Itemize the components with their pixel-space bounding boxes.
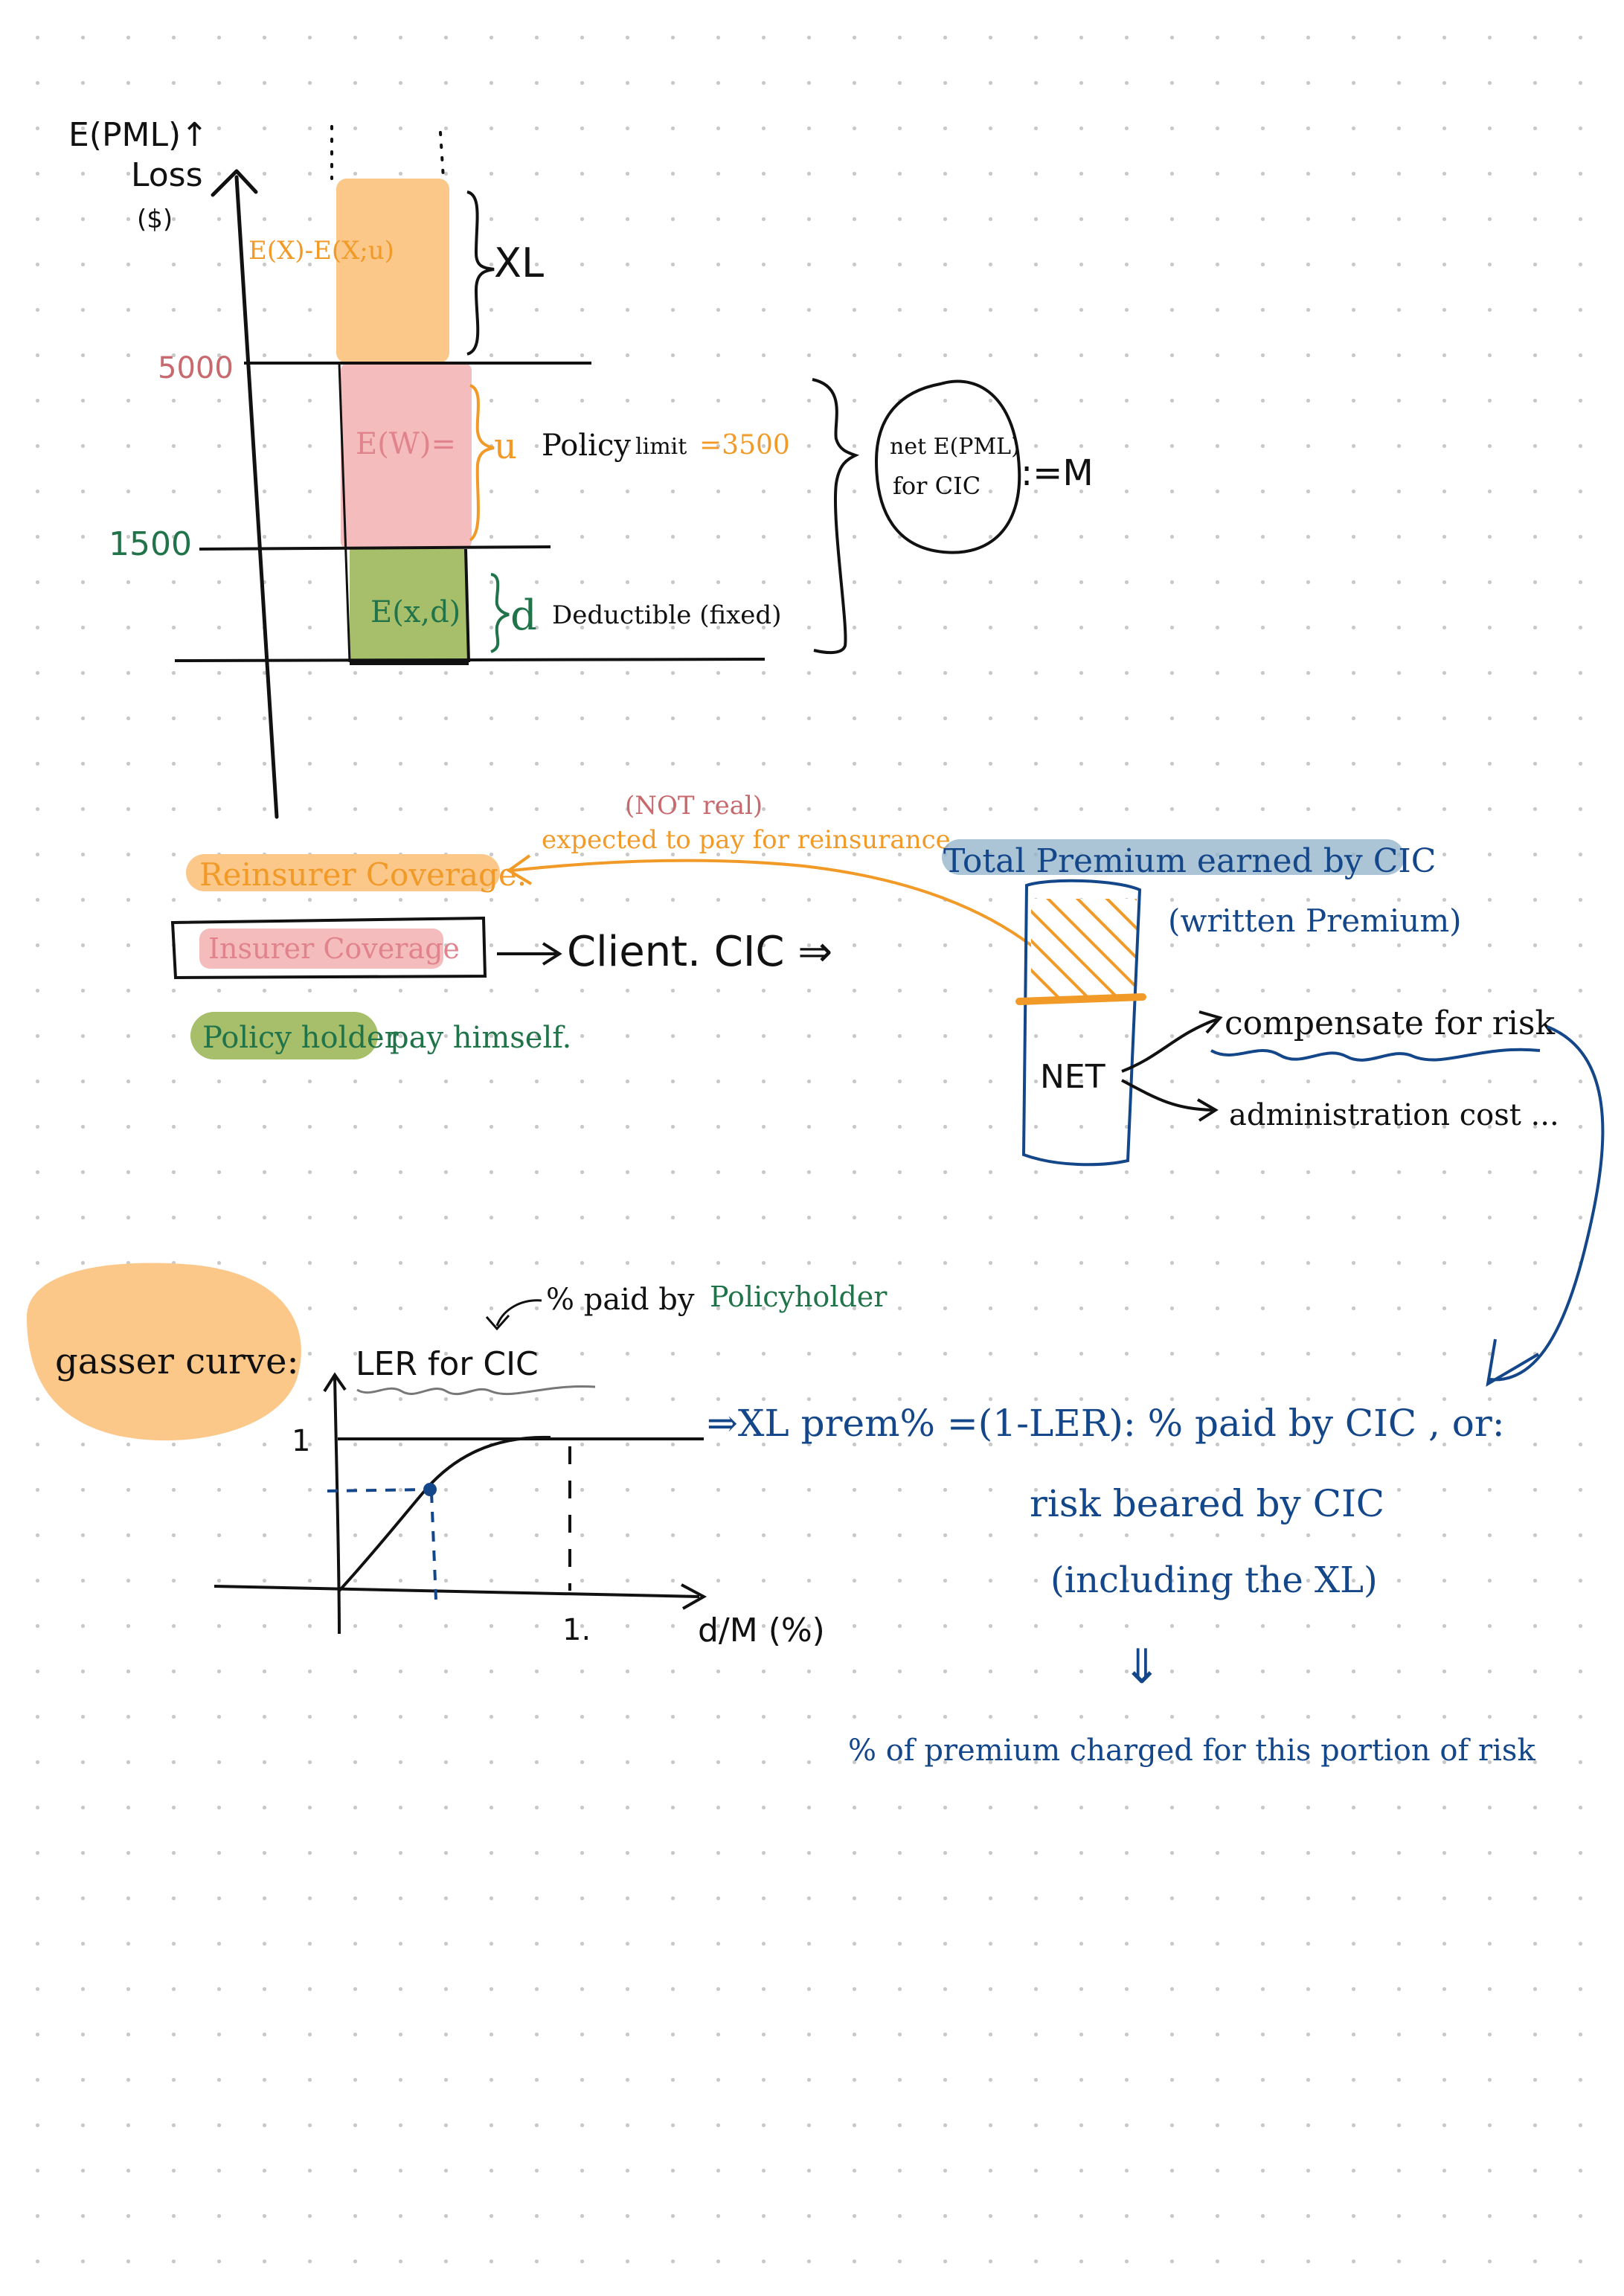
premium-divider [1015, 993, 1146, 1005]
xl-brace [466, 190, 495, 356]
pay-himself-label: pay himself. [390, 1021, 571, 1055]
compensate-underline [1210, 1048, 1541, 1062]
total-premium-highlight [942, 839, 1405, 875]
policy-holder-highlight [190, 1012, 378, 1059]
deductible-label: Deductible (fixed) [552, 600, 781, 630]
gasser-y-axis [333, 1376, 341, 1635]
xl-prem-formula: ⇒XL prem% =(1-LER): % paid by CIC , or: [707, 1402, 1505, 1445]
xl-premium-notes: ⇒XL prem% =(1-LER): % paid by CIC , or: … [707, 1402, 1535, 1768]
insurer-coverage-label: Insurer Coverage [208, 932, 460, 965]
net-label: NET [1040, 1058, 1105, 1096]
gasser-title: gasser curve: [55, 1341, 299, 1382]
xl-label: XL [494, 240, 544, 286]
gasser-point-h-guide [327, 1488, 429, 1492]
gasser-curve [338, 1435, 551, 1592]
premium-bar [1021, 879, 1142, 1167]
gasser-point-v-guide [430, 1492, 437, 1600]
ler-underline [356, 1385, 596, 1396]
insurer-box [170, 916, 487, 980]
loss-layer-diagram: E(PML)↑ Loss ($) 5000 1500 E(X)-E(X;u) E… [68, 116, 1094, 819]
pct-paid-pointer-head [485, 1315, 510, 1331]
policy-limit-label: Policy [542, 429, 631, 463]
expected-to-pay-note: expected to pay for reinsurance [542, 825, 951, 855]
u-band-label: E(W)= [356, 427, 456, 461]
y-axis-label-line3: ($) [137, 205, 173, 234]
pct-paid-pointer [495, 1299, 542, 1327]
client-arrow-head [542, 942, 562, 966]
gasser-x-axis [214, 1585, 700, 1598]
pct-paid-label: % paid by [546, 1283, 695, 1317]
policy-holder-label: Policy holder [202, 1021, 399, 1055]
gasser-x-axis-label: d/M (%) [698, 1612, 825, 1649]
net-arrow-admin [1121, 1079, 1213, 1112]
gasser-x-arrowhead [681, 1583, 707, 1610]
not-real-note: (NOT real) [625, 791, 763, 821]
y-axis-arrowhead [211, 169, 258, 197]
including-xl-label: (including the XL) [1050, 1559, 1378, 1601]
net-arrow-compensate-head [1198, 1010, 1223, 1034]
gasser-point [423, 1483, 437, 1496]
total-premium-label: Total Premium earned by CIC [943, 842, 1436, 880]
d-brace [490, 573, 510, 653]
policy-limit-value: =3500 [699, 430, 790, 461]
client-cic-label: Client. CIC ⇒ [567, 928, 832, 976]
net-circle-line1: net E(PML) [890, 434, 1020, 460]
gasser-curve-section: gasser curve: % paid by Policyholder LER… [27, 1263, 888, 1649]
d-band [350, 549, 467, 662]
pct-premium-label: % of premium charged for this portion of… [848, 1734, 1535, 1768]
d-band-label: E(x,d) [370, 595, 460, 629]
u-label: u [494, 426, 517, 467]
y-axis-label-line2: Loss [131, 156, 203, 194]
net-arrow-admin-head [1196, 1098, 1219, 1122]
risk-beared-label: risk beared by CIC [1030, 1482, 1384, 1525]
compensate-label: compensate for risk [1225, 1004, 1555, 1042]
gasser-title-highlight [27, 1263, 301, 1441]
d-label: d [510, 591, 537, 640]
reinsurance-arrow [511, 859, 1034, 948]
reinsurer-highlight [186, 854, 500, 891]
reinsurance-arrow-head [506, 854, 533, 885]
risk-arrow-head [1486, 1338, 1540, 1387]
written-premium-label: (written Premium) [1168, 902, 1462, 939]
y-axis [234, 175, 279, 819]
insurer-highlight [199, 929, 443, 969]
band-right-edge [464, 548, 470, 663]
reinsurer-coverage-label: Reinsurer Coverage. [199, 856, 527, 893]
net-brace [812, 378, 860, 655]
xl-band-label: E(X)-E(X;u) [248, 236, 394, 266]
gasser-y-arrowhead [323, 1372, 347, 1393]
net-circle [874, 379, 1021, 554]
tick-5000: 5000 [158, 351, 234, 385]
down-arrow: ⇓ [1122, 1640, 1162, 1695]
u-band [341, 363, 472, 549]
premium-hatched-portion [1031, 899, 1137, 1000]
tick-1500: 1500 [109, 525, 192, 563]
premium-diagram: (NOT real) expected to pay for reinsuran… [506, 791, 1605, 1387]
gasser-x-tick-1: 1. [562, 1613, 591, 1647]
xl-band [336, 179, 449, 363]
policyholder-label: Policyholder [710, 1280, 888, 1313]
y-axis-label-line1: E(PML)↑ [68, 116, 208, 154]
risk-arrow [1489, 1025, 1605, 1382]
net-definition: :=M [1021, 452, 1094, 494]
band-left-edge [338, 362, 351, 663]
net-arrow-compensate [1121, 1018, 1218, 1073]
coverage-legend: Reinsurer Coverage. Insurer Coverage Cli… [170, 854, 832, 1059]
dotted-guide-right [439, 131, 445, 180]
u-brace [469, 384, 495, 542]
line-1500 [199, 545, 551, 551]
net-circle-line2: for CIC [893, 472, 981, 500]
admin-label: administration cost ... [1229, 1098, 1559, 1132]
gasser-y-tick-1: 1 [292, 1424, 310, 1458]
ler-label: LER for CIC [356, 1345, 539, 1383]
policy-limit-label-2: limit [635, 434, 687, 460]
